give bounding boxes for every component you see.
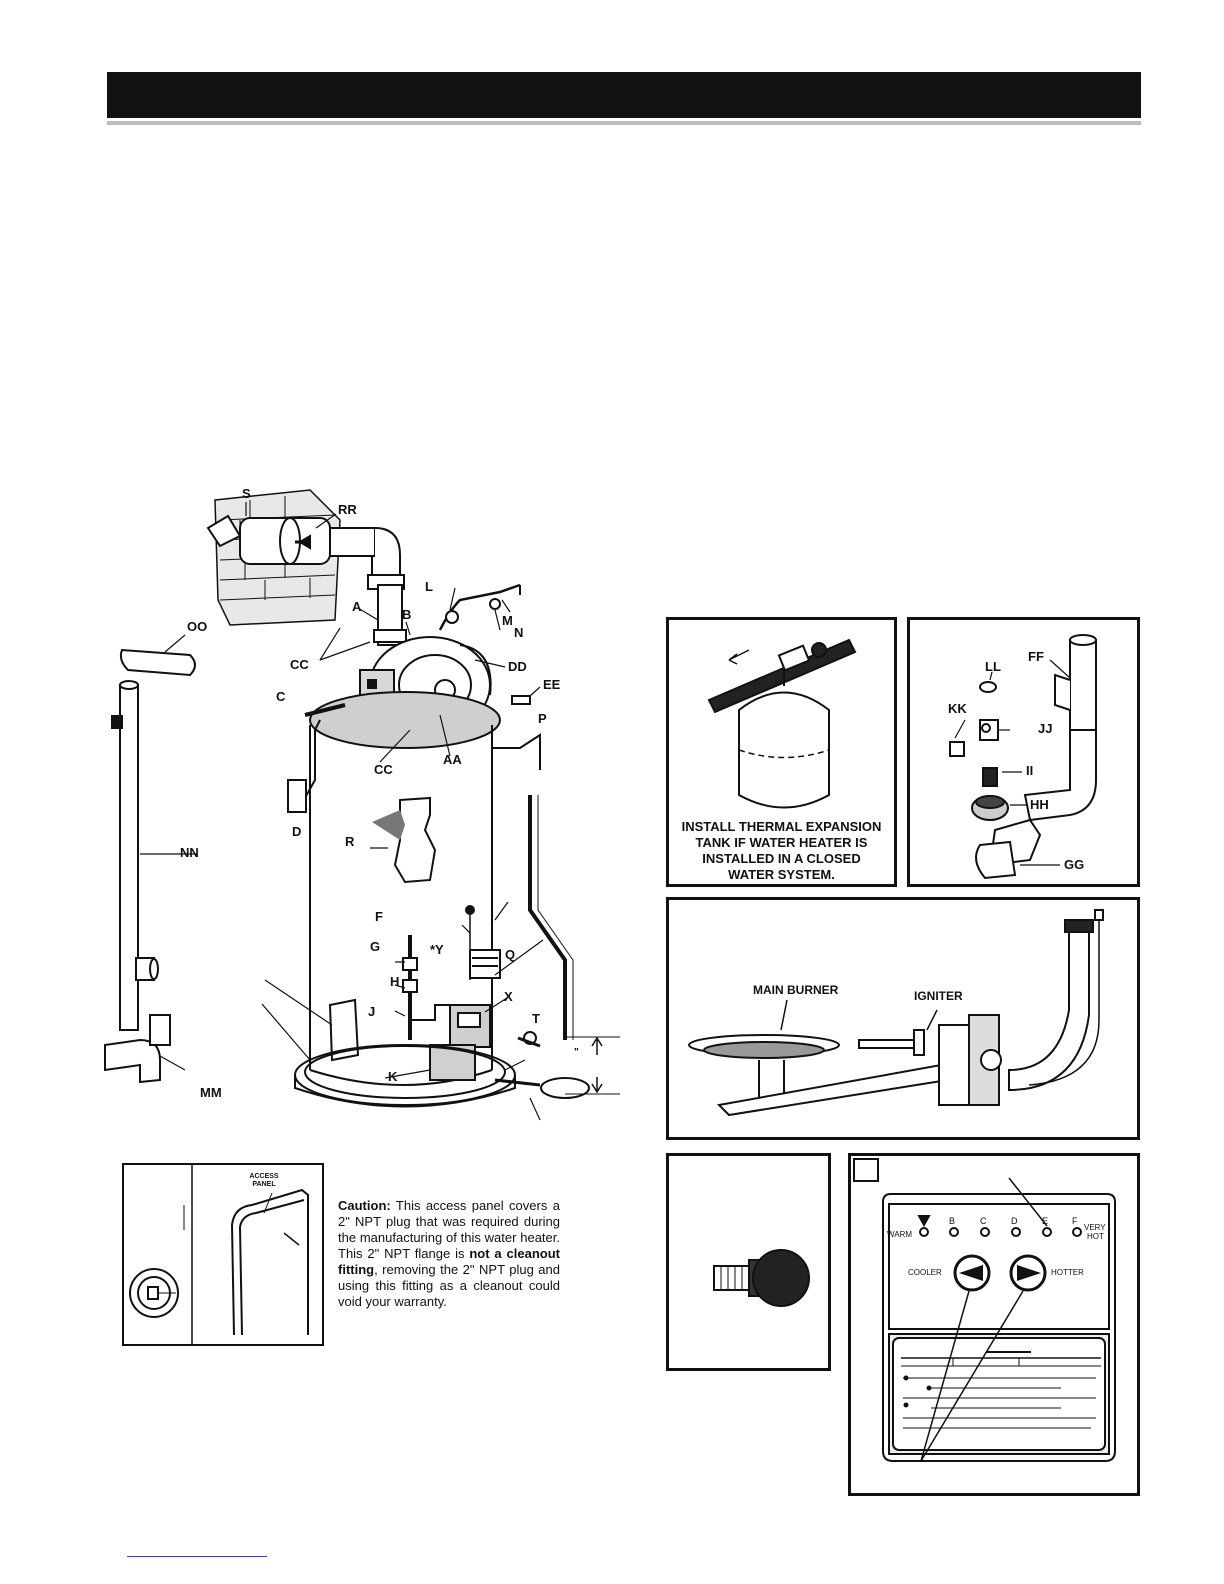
access-label-line1: ACCESS xyxy=(249,1173,279,1180)
label-x: X xyxy=(504,989,513,1004)
temp-c-label: C xyxy=(980,1216,987,1226)
label-p: P xyxy=(538,711,547,726)
caution-text-2: , removing the 2" NPT plug and using thi… xyxy=(338,1262,560,1309)
expansion-tank-drawing xyxy=(707,638,857,809)
label-dd: DD xyxy=(508,659,527,674)
label-r: R xyxy=(345,834,355,849)
label-aa: AA xyxy=(443,752,462,767)
fittings-drawing xyxy=(949,634,1097,880)
label-g: G xyxy=(370,939,381,954)
label-s: S xyxy=(242,486,251,501)
control-panel-drawing xyxy=(882,1177,1116,1462)
label-q: Q xyxy=(505,947,516,962)
label-ll: LL xyxy=(985,659,1001,674)
caution-paragraph: Caution: This access panel covers a 2" N… xyxy=(338,1198,560,1310)
label-kk: KK xyxy=(948,701,967,716)
label-ee: EE xyxy=(543,677,561,692)
label-a: A xyxy=(352,599,362,614)
fittings-panel: FF LL KK JJ II HH GG xyxy=(907,617,1140,887)
label-y: *Y xyxy=(430,942,444,957)
section-header-bar xyxy=(107,72,1141,118)
footer-link-line xyxy=(127,1556,267,1557)
label-cc-mid: CC xyxy=(374,762,393,777)
temp-very-label: VERY xyxy=(1084,1223,1106,1232)
caption-line-4: WATER SYSTEM. xyxy=(728,867,835,882)
expansion-tank-panel: INSTALL THERMAL EXPANSION TANK IF WATER … xyxy=(666,617,897,887)
igniter-label: IGNITER xyxy=(914,989,963,1003)
caption-line-1: INSTALL THERMAL EXPANSION xyxy=(681,819,882,834)
caution-title: Caution: xyxy=(338,1198,391,1213)
plug-drawing xyxy=(713,1249,810,1307)
label-t: T xyxy=(532,1011,540,1026)
header-rule xyxy=(107,121,1141,125)
water-heater-installation-figure: S RR L N M A B OO CC DD EE C P CC AA D R… xyxy=(100,480,640,1140)
burner-drawing xyxy=(688,909,1104,1117)
temp-e-label: E xyxy=(1042,1216,1049,1226)
caption-line-2: TANK IF WATER HEATER IS xyxy=(695,835,868,850)
plug-panel xyxy=(666,1153,831,1371)
access-panel-drawing xyxy=(129,1165,309,1344)
water-heater-drawing xyxy=(104,489,620,1121)
caption-line-3: INSTALLED IN A CLOSED xyxy=(702,851,861,866)
label-c: C xyxy=(276,689,286,704)
label-rr: RR xyxy=(338,502,357,517)
label-hh: HH xyxy=(1030,797,1049,812)
expansion-tank-caption: INSTALL THERMAL EXPANSION TANK IF WATER … xyxy=(669,819,894,883)
burner-panel: MAIN BURNER IGNITER xyxy=(666,897,1140,1140)
access-label-line2: PANEL xyxy=(252,1181,276,1188)
caution-bold: not a cleanout fitting xyxy=(338,1246,560,1277)
label-f: F xyxy=(375,909,383,924)
temp-hot-label: HOT xyxy=(1087,1232,1104,1241)
label-mm: MM xyxy=(200,1085,222,1100)
label-l: L xyxy=(425,579,433,594)
label-gg: GG xyxy=(1064,857,1085,872)
label-n: N xyxy=(514,625,524,640)
label-k: K xyxy=(388,1069,398,1084)
label-b: B xyxy=(402,607,412,622)
dimension-mark: " xyxy=(574,1047,579,1058)
hotter-label: HOTTER xyxy=(1051,1268,1084,1277)
label-ff: FF xyxy=(1028,649,1044,664)
temp-f-label: F xyxy=(1072,1216,1078,1226)
main-burner-label: MAIN BURNER xyxy=(753,983,839,997)
caution-text-1: This access panel covers a 2" NPT plug t… xyxy=(338,1198,560,1261)
label-oo: OO xyxy=(187,619,208,634)
label-cc-top: CC xyxy=(290,657,309,672)
label-jj: JJ xyxy=(1038,721,1053,736)
label-nn: NN xyxy=(180,845,199,860)
label-m: M xyxy=(502,613,513,628)
figure-number-box xyxy=(853,1158,879,1182)
label-d: D xyxy=(292,824,302,839)
temp-b-label: B xyxy=(949,1216,956,1226)
temp-d-label: D xyxy=(1011,1216,1018,1226)
label-h: H xyxy=(390,974,400,989)
access-panel-label: ACCESS PANEL xyxy=(234,1173,294,1189)
access-panel-figure: ACCESS PANEL xyxy=(122,1163,324,1346)
thermostat-control-panel: WARM B C D E F VERY HOT COOLER HOTTER xyxy=(848,1153,1140,1496)
cooler-label: COOLER xyxy=(908,1268,942,1277)
temp-warm-label: WARM xyxy=(887,1230,913,1239)
label-j: J xyxy=(368,1004,376,1019)
label-ii: II xyxy=(1026,763,1034,778)
